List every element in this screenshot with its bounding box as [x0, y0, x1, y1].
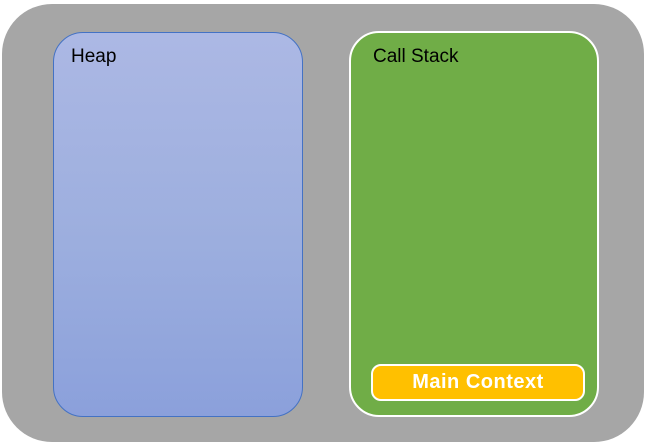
call-stack-label: Call Stack — [373, 46, 459, 67]
main-context-frame: Main Context — [371, 364, 585, 401]
heap-region: Heap — [53, 32, 303, 417]
call-stack-region: Call Stack — [349, 31, 599, 417]
heap-label: Heap — [71, 46, 117, 67]
main-context-label: Main Context — [412, 371, 544, 393]
